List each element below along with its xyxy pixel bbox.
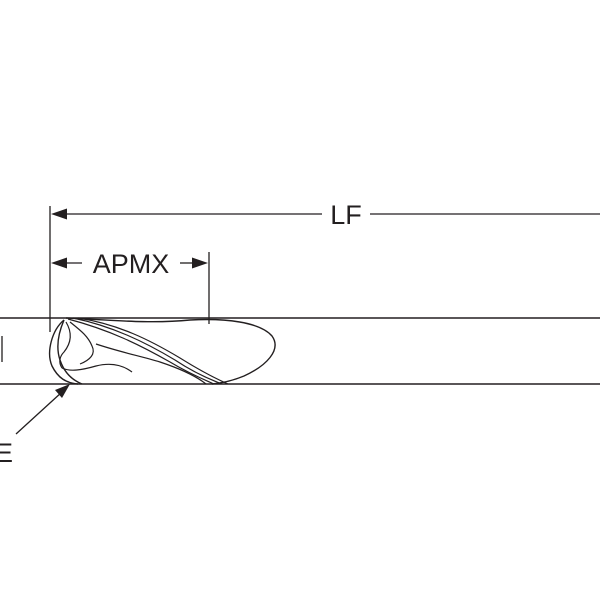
- flute-line-3: [77, 317, 229, 385]
- apmx-dimension: APMX: [51, 249, 208, 279]
- head-relief-line: [95, 343, 207, 385]
- apmx-arrowhead-right: [192, 257, 208, 269]
- lf-dimension: LF: [51, 200, 600, 230]
- extension-lines: [49, 206, 210, 332]
- nose-lip-lower: [61, 363, 133, 373]
- flute-line-1: [67, 318, 215, 385]
- corner-label: E: [0, 438, 13, 468]
- nose-gash: [69, 321, 94, 365]
- corner-leader-line: [15, 391, 63, 435]
- lf-arrowhead-left: [51, 208, 67, 220]
- flute-line-2: [72, 317, 223, 385]
- apmx-arrowhead-left: [51, 257, 67, 269]
- corner-radius-leader: E: [0, 384, 70, 468]
- nose-lip-upper: [59, 321, 71, 369]
- corner-leader-arrowhead: [55, 384, 70, 398]
- lf-label: LF: [330, 200, 362, 230]
- apmx-label: APMX: [93, 249, 170, 279]
- tool-shank: [0, 317, 600, 385]
- ball-nose-head: [48, 317, 276, 385]
- head-outline: [48, 317, 276, 385]
